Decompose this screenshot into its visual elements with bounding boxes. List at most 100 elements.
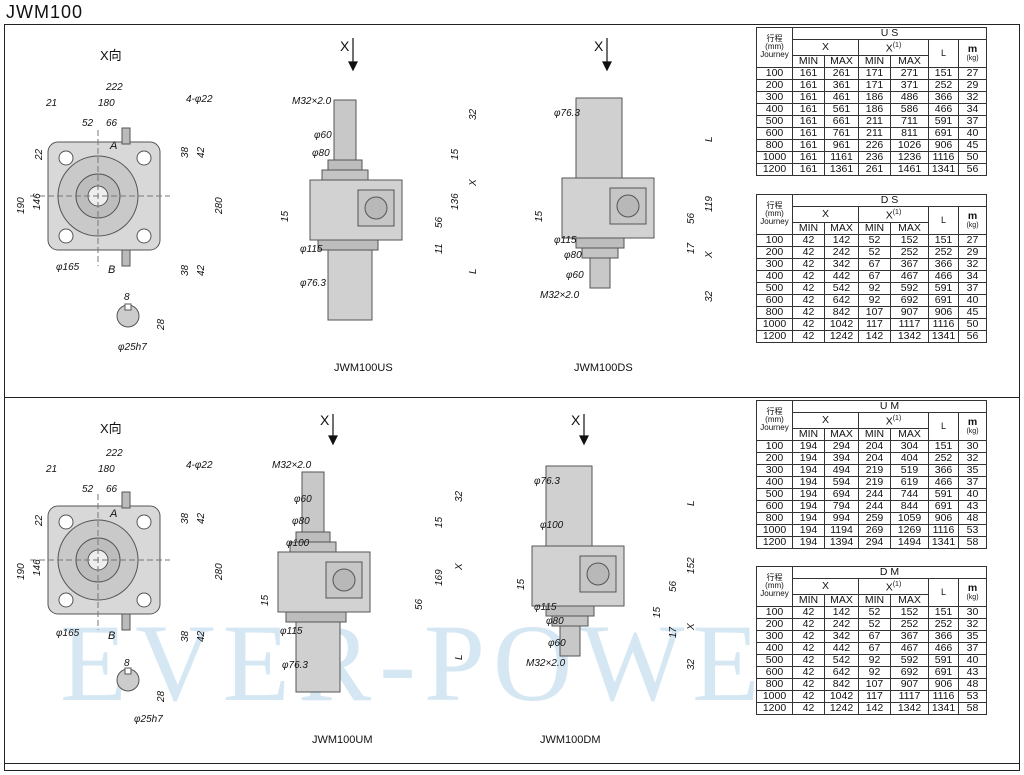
stroke-header-cn: 行程 [766, 201, 783, 211]
table-cell: 194 [792, 439, 825, 453]
table-cell: 58 [958, 701, 987, 715]
table-cell: 92 [858, 293, 891, 307]
table-cell: 161 [792, 102, 825, 116]
table-cell: 161 [792, 138, 825, 152]
dim-56: 56 [686, 212, 697, 224]
table-cell: 466 [928, 269, 959, 283]
table-cell: 1117 [890, 317, 929, 331]
table-cell: 342 [824, 629, 859, 643]
table-cell: 200 [756, 78, 793, 92]
max-header: MAX [890, 427, 929, 441]
table-cell: 194 [792, 475, 825, 489]
table-cell: 1200 [756, 535, 793, 549]
table-cell: 42 [792, 329, 825, 343]
dim-4phi22: 4-φ22 [186, 94, 213, 105]
stroke-header-cn: 行程 [766, 573, 783, 583]
model-name: JWM100US [334, 362, 393, 374]
table-cell: 100 [756, 605, 793, 619]
bottom-rule [4, 763, 1020, 764]
table-cell: 1116 [928, 689, 959, 703]
x1-header: X(1) [858, 39, 929, 56]
table-cell: 92 [858, 281, 891, 295]
stroke-header-cn: 行程 [766, 407, 783, 417]
dim-17: 17 [686, 242, 697, 254]
dim-phi115: φ115 [280, 626, 303, 637]
front-view-top [29, 127, 171, 328]
table-cell: 194 [792, 535, 825, 549]
table-cell: 394 [824, 451, 859, 465]
series-header: U S [792, 27, 987, 40]
table-cell: 161 [792, 66, 825, 80]
table-cell: 100 [756, 66, 793, 80]
table-cell: 42 [792, 233, 825, 247]
max-header: MAX [890, 221, 929, 235]
dim-phi25h7: φ25h7 [118, 342, 147, 353]
table-cell: 40 [958, 293, 987, 307]
table-cell: 600 [756, 665, 793, 679]
section-divider [4, 397, 1020, 398]
table-cell: 1194 [824, 523, 859, 537]
front-view-bottom [29, 491, 171, 692]
table-cell: 42 [792, 641, 825, 655]
table-cell: 366 [928, 90, 959, 104]
table-cell: 467 [890, 269, 929, 283]
x-header: X [792, 39, 859, 56]
label-a: A [110, 508, 118, 520]
table-cell: 500 [756, 653, 793, 667]
table-cell: 1341 [928, 162, 959, 176]
x-header: X [792, 412, 859, 429]
table-cell: 400 [756, 102, 793, 116]
dim-190: 190 [16, 563, 27, 580]
min-header: MIN [792, 593, 825, 607]
dim-146: 146 [32, 559, 43, 576]
min-header: MIN [858, 221, 891, 235]
table-cell: 48 [958, 511, 987, 525]
table-cell: 32 [958, 617, 987, 631]
table-cell: 1026 [890, 138, 929, 152]
table-cell: 40 [958, 653, 987, 667]
table-cell: 29 [958, 78, 987, 92]
l-header: L [928, 578, 959, 607]
dim-56: 56 [434, 216, 445, 228]
table-cell: 194 [792, 463, 825, 477]
table-cell: 800 [756, 677, 793, 691]
table-cell: 242 [824, 245, 859, 259]
l-header: L [928, 206, 959, 235]
jwm100um-view [277, 471, 371, 693]
label-b: B [108, 630, 116, 642]
table-cell: 342 [824, 257, 859, 271]
dim-56: 56 [668, 580, 679, 592]
table-cell: 367 [890, 257, 929, 271]
table-cell: 594 [824, 475, 859, 489]
table-cell: 52 [858, 605, 891, 619]
dim-56: 56 [414, 598, 425, 610]
table-cell: 661 [824, 114, 859, 128]
dim-phi80: φ80 [564, 250, 582, 261]
table-cell: 151 [928, 233, 959, 247]
table-cell: 800 [756, 138, 793, 152]
dim-8: 8 [124, 292, 130, 303]
table-cell: 1341 [928, 329, 959, 343]
mass-header: m(kg) [958, 578, 987, 607]
table-cell: 42 [792, 305, 825, 319]
table-cell: 744 [890, 487, 929, 501]
dim-phi100: φ100 [540, 520, 564, 531]
table-cell: 186 [858, 102, 891, 116]
table-cell: 844 [890, 499, 929, 513]
table-cell: 37 [958, 281, 987, 295]
dim-32: 32 [704, 290, 715, 302]
table-cell: 691 [928, 665, 959, 679]
table-cell: 45 [958, 138, 987, 152]
dim-32: 32 [686, 658, 697, 670]
table-cell: 600 [756, 499, 793, 513]
